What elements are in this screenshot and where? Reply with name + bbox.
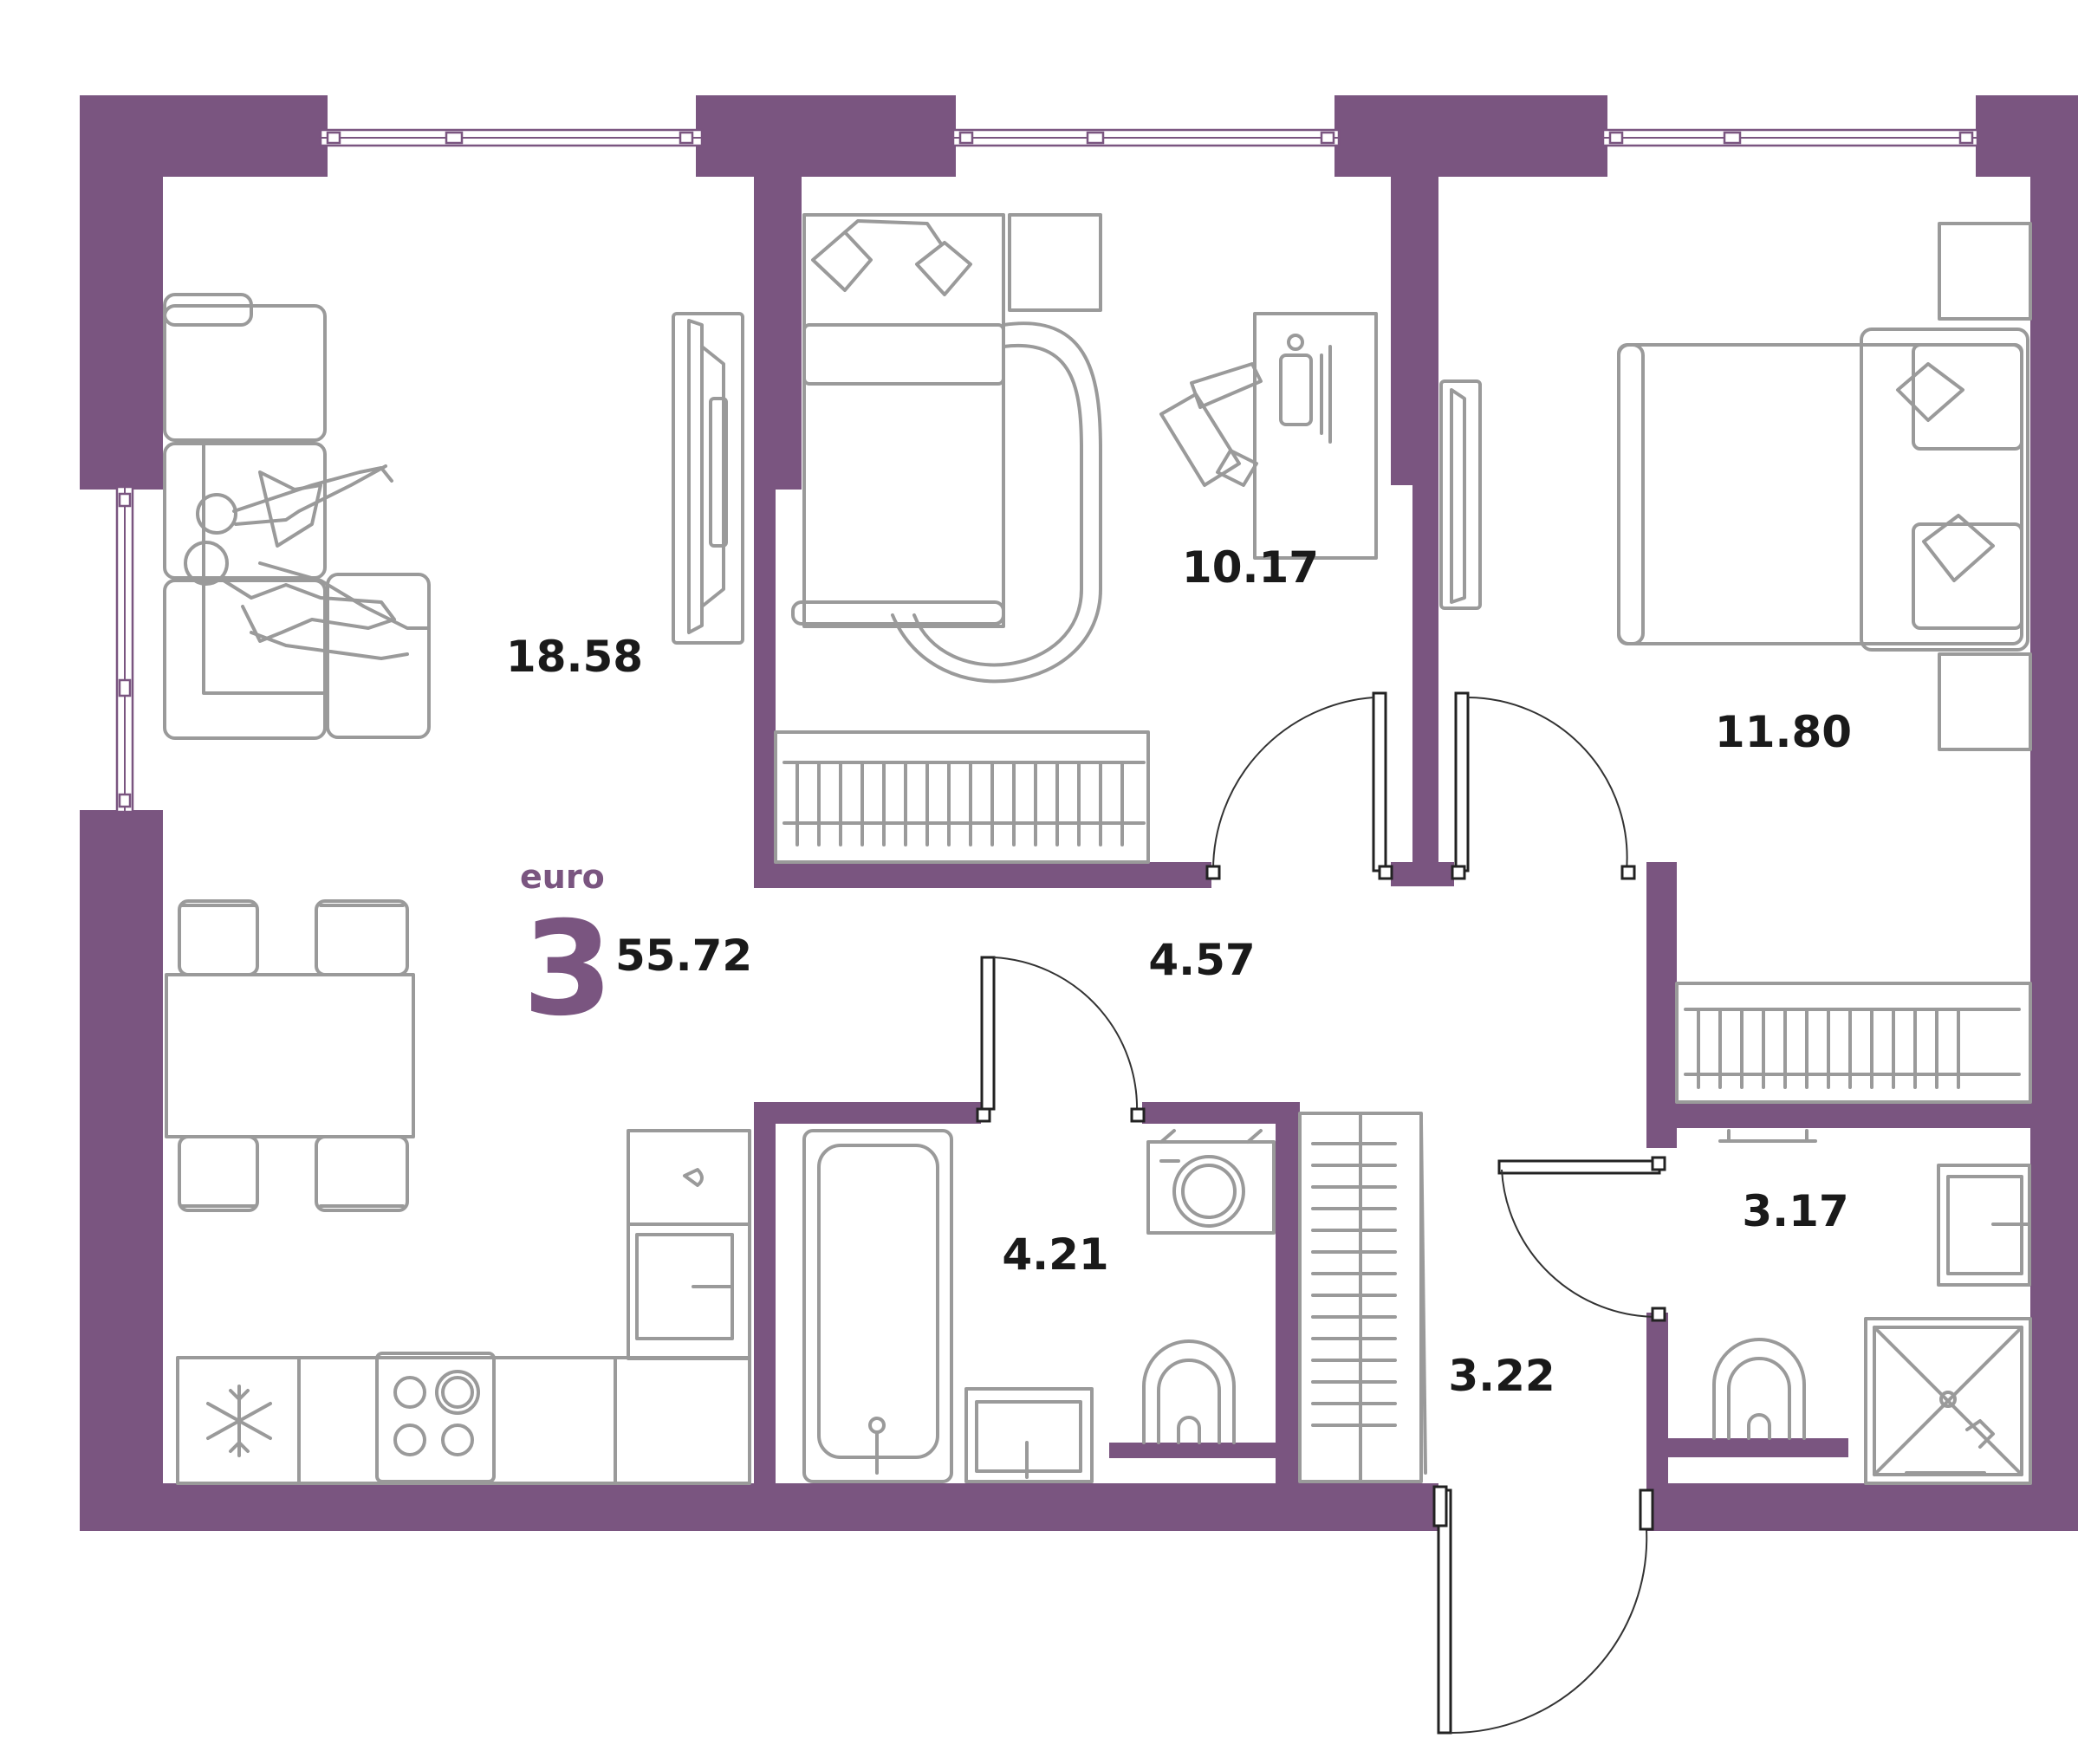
door-entrance xyxy=(1432,1485,1654,1735)
area-bedroom-2: 11.80 xyxy=(1715,707,1852,757)
window-bedroom1-top xyxy=(951,128,1341,147)
apartment-type-label: euro xyxy=(520,858,605,896)
wall-bottom-1 xyxy=(80,1483,1438,1531)
kitchen-counter xyxy=(176,1352,751,1485)
door-bedroom2 xyxy=(1451,691,1636,880)
bed-bedroom2 xyxy=(1617,328,2029,652)
area-bathroom: 4.21 xyxy=(1002,1229,1108,1280)
area-entrance: 3.22 xyxy=(1448,1351,1555,1401)
people-on-sofa xyxy=(184,464,431,660)
washing-machine xyxy=(1146,1129,1276,1235)
wall-bedroom1-bedroom2-lower xyxy=(1412,481,1438,884)
wall-shower-niche xyxy=(1664,1438,1848,1457)
area-hallway: 4.57 xyxy=(1148,935,1255,985)
wall-bedroom1-bottom xyxy=(754,862,1211,888)
walls xyxy=(80,95,2078,1531)
desk-bedroom1 xyxy=(1159,312,1378,560)
wall-bedroom1-bedroom2 xyxy=(1391,156,1438,485)
nightstand-bedroom1 xyxy=(1008,213,1102,312)
wall-living-bedroom1 xyxy=(754,156,802,490)
toilet-shower-room xyxy=(1712,1338,1806,1440)
nightstand-bedroom2-bottom xyxy=(1938,652,2032,751)
wall-bathroom-left xyxy=(754,1102,776,1488)
wall-bathroom-top-right xyxy=(1142,1102,1300,1124)
toilet-bathroom xyxy=(1142,1339,1236,1444)
wall-bathroom-toilet-niche xyxy=(1109,1443,1283,1458)
tv-unit-bedroom2 xyxy=(1439,379,1482,610)
sink-shower-room xyxy=(1937,1164,2031,1287)
wall-door-jamb-mid xyxy=(1391,862,1454,886)
shower-tray xyxy=(1864,1317,2032,1485)
tv-unit-living xyxy=(672,312,744,645)
total-area: 55.72 xyxy=(615,931,752,981)
sofa xyxy=(163,293,431,740)
area-bedroom-1: 10.17 xyxy=(1182,542,1319,593)
wall-right xyxy=(2030,95,2078,1529)
room-count: 3 xyxy=(523,894,613,1045)
wall-bathroom-right xyxy=(1276,1102,1300,1488)
bathtub xyxy=(802,1129,953,1483)
windows xyxy=(115,128,1979,814)
wall-bedroom1-lower-left xyxy=(754,485,776,888)
wall-bedroom2-bottom xyxy=(1646,1102,2078,1128)
radiator-bedroom2 xyxy=(1675,982,2032,1104)
wall-left-1 xyxy=(80,95,163,490)
window-living-left xyxy=(115,485,134,814)
wall-top-3 xyxy=(1334,95,1607,177)
wall-bedroom2-left xyxy=(1646,862,1677,1148)
dining-table xyxy=(165,899,415,1212)
wall-left-2 xyxy=(80,810,163,1531)
kitchen-tall-unit xyxy=(627,1129,751,1360)
door-bathroom xyxy=(976,956,1146,1123)
wall-bathroom-top-left xyxy=(754,1102,981,1124)
wall-top-2 xyxy=(696,95,956,177)
area-living-kitchen: 18.58 xyxy=(506,632,643,682)
furniture xyxy=(163,213,2032,1485)
window-living-top xyxy=(319,128,704,147)
nightstand-bedroom2-top xyxy=(1938,222,2032,321)
area-shower-room: 3.17 xyxy=(1742,1186,1848,1236)
wardrobe-entrance xyxy=(1298,1112,1427,1483)
door-bedroom1 xyxy=(1205,691,1393,880)
radiator-bedroom1 xyxy=(774,730,1150,864)
doors xyxy=(976,691,1666,1735)
wall-shower-left-lower xyxy=(1646,1313,1668,1490)
sink-bathroom xyxy=(964,1387,1094,1483)
labels: 18.58 10.17 11.80 4.57 4.21 3.22 3.17 eu… xyxy=(506,542,1852,1401)
snowflake-icon xyxy=(206,1385,272,1457)
door-shower-room xyxy=(1497,1156,1666,1322)
bed-bedroom1 xyxy=(791,213,1102,684)
wall-bottom-2 xyxy=(1646,1483,2078,1531)
window-bedroom2-top xyxy=(1601,128,1979,147)
towel-rail xyxy=(1718,1129,1817,1143)
